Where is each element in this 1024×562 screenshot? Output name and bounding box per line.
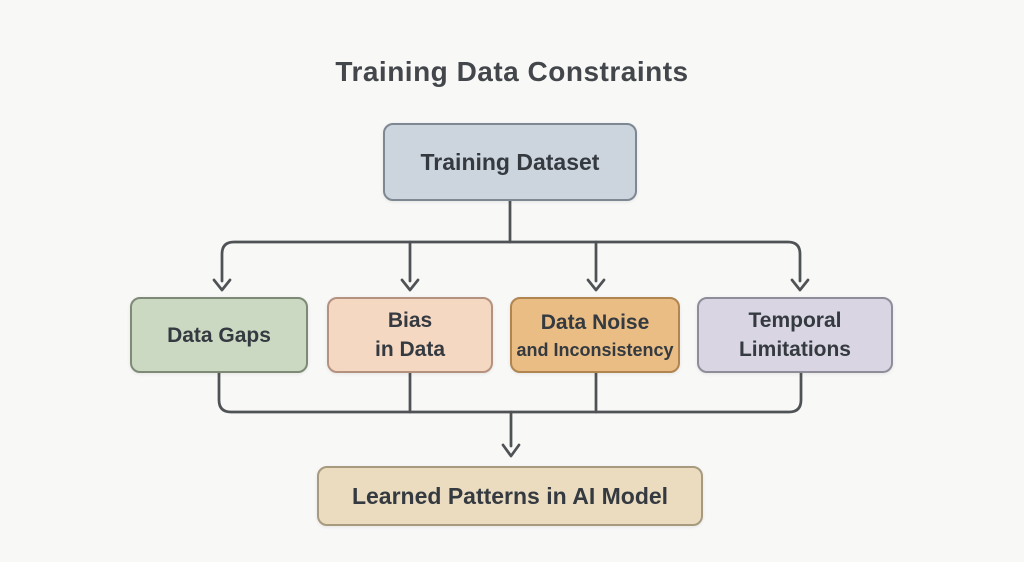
node-label: and Inconsistency — [516, 339, 674, 360]
node-bias-in-data: Bias in Data — [327, 297, 493, 373]
node-label: Bias — [387, 309, 433, 332]
node-temporal-limitations: Temporal Limitations — [697, 297, 893, 373]
arrowhead-icon — [501, 443, 521, 458]
node-label: Limitations — [738, 338, 851, 361]
node-learned-patterns: Learned Patterns in AI Model — [317, 466, 703, 526]
node-label: Data Gaps — [167, 323, 271, 347]
diagram-title: Training Data Constraints — [335, 56, 689, 87]
arrowhead-icon — [400, 278, 420, 292]
arrowhead-icon — [586, 278, 606, 292]
node-data-gaps: Data Gaps — [130, 297, 308, 373]
node-label: Learned Patterns in AI Model — [351, 482, 669, 509]
node-label: in Data — [374, 338, 445, 361]
connector-top-bar — [220, 240, 802, 283]
node-training-dataset: Training Dataset — [383, 123, 637, 201]
node-label: Temporal — [748, 309, 842, 332]
connector-bottom-bar — [217, 371, 803, 414]
arrowhead-icon — [790, 278, 810, 292]
node-data-noise-and-inconsistency: Data Noise and Inconsistency — [510, 297, 680, 373]
node-label: Training Dataset — [420, 148, 600, 175]
node-label: Data Noise — [540, 310, 650, 334]
arrowhead-icon — [212, 278, 232, 292]
